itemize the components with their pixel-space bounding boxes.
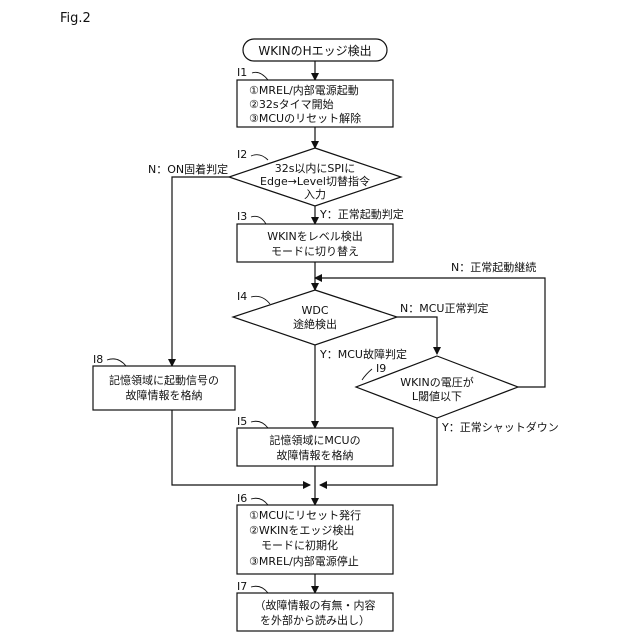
start-text: WKINのHエッジ検出 (258, 44, 371, 58)
figure-label: Fig.2 (60, 11, 91, 26)
step-i3-line-1: WKINをレベル検出 (267, 229, 363, 243)
decision-i2-line-1: 32s以内にSPIに (275, 161, 356, 175)
step-i8-leader (107, 359, 126, 366)
decision-i9-label: I9 (376, 362, 386, 375)
step-i8-label: I8 (93, 353, 103, 366)
step-i6-line-1: ①MCUにリセット発行 (249, 508, 361, 522)
step-i8: I8 記憶領域に起動信号の 故障情報を格納 (93, 353, 235, 410)
step-i8-line-1: 記憶領域に起動信号の (109, 373, 219, 387)
branch-i9-no-label: N：正常起動継続 (451, 260, 536, 274)
step-i3-leader (251, 216, 266, 224)
step-i5-leader (251, 421, 268, 428)
arrow-i2-no-to-i8 (172, 177, 229, 366)
branch-i4-yes-label: Y：MCU故障判定 (319, 347, 407, 361)
decision-i2-line-2: Edge→Level切替指令 (260, 174, 370, 188)
decision-i2-leader (251, 155, 268, 160)
step-i6-line-2: ②WKINをエッジ検出 (249, 523, 354, 537)
step-i3-line-2: モードに切り替え (271, 244, 359, 258)
step-i7-line-2: を外部から読み出し） (260, 613, 370, 627)
step-i6-label: I6 (237, 492, 247, 505)
decision-i9-leader (362, 369, 372, 380)
step-i7-line-1: （故障情報の有無・内容 (255, 598, 376, 612)
decision-i2: I2 32s以内にSPIに Edge→Level切替指令 入力 (229, 148, 401, 206)
step-i5-line-1: 記憶領域にMCUの (269, 433, 360, 447)
step-i8-box (93, 366, 235, 410)
step-i6-line-4: ③MREL/内部電源停止 (249, 554, 359, 568)
branch-i4-no-label: N：MCU正常判定 (400, 301, 488, 315)
decision-i4-line-2: 途絶検出 (293, 317, 337, 331)
step-i1-line-3: ③MCUのリセット解除 (249, 111, 361, 125)
decision-i4-leader (251, 296, 270, 304)
decision-i2-label: I2 (237, 148, 247, 161)
step-i1-line-2: ②32sタイマ開始 (249, 97, 334, 111)
step-i1-label: I1 (237, 66, 247, 79)
step-i1-line-1: ①MREL/内部電源起動 (249, 83, 359, 97)
step-i3-label: I3 (237, 210, 247, 223)
branch-i2-yes-label: Y：正常起動判定 (319, 207, 404, 221)
decision-i9: I9 WKINの電圧が L閾値以下 (356, 356, 518, 418)
decision-i9-line-2: L閾値以下 (412, 390, 462, 403)
step-i6-leader (251, 498, 268, 505)
branch-i2-no-label: N：ON固着判定 (148, 162, 228, 176)
step-i6-line-3: モードに初期化 (261, 538, 338, 552)
step-i8-line-2: 故障情報を格納 (126, 388, 203, 402)
decision-i9-line-1: WKINの電圧が (400, 375, 474, 389)
start-terminal: WKINのHエッジ検出 (243, 39, 387, 61)
branch-i9-yes-label: Y：正常シャットダウン (441, 420, 559, 434)
step-i5-line-2: 故障情報を格納 (277, 448, 354, 462)
step-i7-label: I7 (237, 580, 247, 593)
decision-i4-label: I4 (237, 290, 247, 303)
decision-i4-line-1: WDC (301, 304, 328, 317)
step-i7-leader (251, 586, 268, 593)
decision-i2-line-3: 入力 (304, 188, 326, 201)
decision-i4: I4 WDC 途絶検出 (233, 290, 397, 345)
step-i5-label: I5 (237, 415, 247, 428)
step-i1-leader (252, 72, 268, 80)
